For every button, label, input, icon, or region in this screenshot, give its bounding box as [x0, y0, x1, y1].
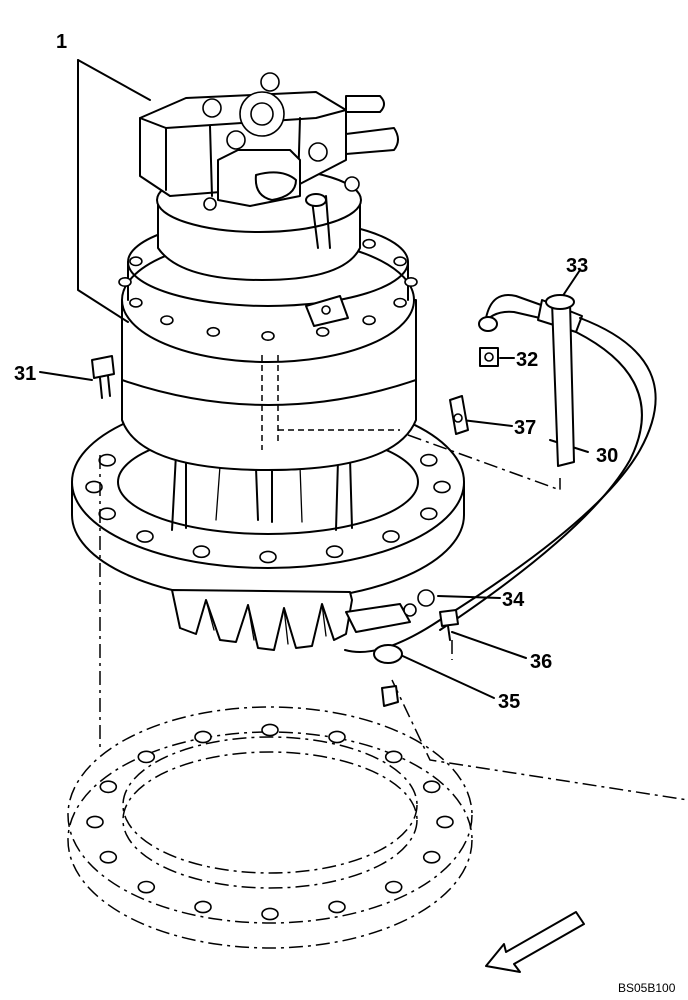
flange-bolt-hole [136, 530, 154, 543]
ring-bolt-hole [86, 815, 104, 829]
motor-bolt [362, 238, 376, 249]
valve-block [139, 72, 399, 327]
motor-bolt [393, 256, 407, 267]
callout-34: 34 [502, 589, 525, 611]
ring-bolt-hole [384, 880, 403, 894]
motor-bolt [206, 326, 221, 337]
motor-bolt [118, 276, 132, 287]
callout-32: 32 [516, 349, 538, 371]
fitting-32 [479, 347, 499, 367]
ring-bolt-hole [194, 730, 212, 744]
callout-33: 33 [566, 255, 588, 277]
flange-bolt-hole [433, 480, 451, 494]
motor-bolt [393, 297, 407, 308]
ring-bolt-hole [99, 780, 118, 794]
ring-bolt-hole [137, 750, 156, 764]
motor-bolt [129, 297, 143, 308]
callout-37: 37 [514, 417, 536, 439]
ring-bolt-hole [261, 723, 279, 737]
drawing-code: BS05B100 [618, 981, 676, 995]
output-pinion [171, 589, 353, 651]
ring-bolt-hole [137, 880, 156, 894]
callout-31: 31 [14, 363, 36, 385]
flange-bolt-hole [419, 453, 438, 467]
direction-arrow-icon [485, 911, 585, 973]
flange-bolt-hole [259, 550, 277, 564]
callout-36: 36 [530, 651, 552, 673]
bolt-31 [91, 355, 115, 399]
flange-bolt-hole [419, 507, 438, 521]
plug-30 [545, 294, 575, 467]
leader-lines [39, 59, 688, 801]
ring-bolt-hole [384, 750, 403, 764]
clamp-35 [373, 644, 403, 707]
motor-bolt [315, 326, 330, 337]
motor-bolt [160, 315, 174, 326]
ring-bolt-hole [422, 780, 441, 794]
ring-bolt-hole [99, 850, 118, 864]
elbow-34 [345, 589, 435, 633]
flange-bolt-hole [85, 480, 103, 494]
motor-bolt [404, 276, 418, 287]
flange-bolt-hole [325, 545, 344, 559]
flange-bolt-hole [382, 530, 400, 543]
ring-bolt-hole [194, 900, 212, 914]
ring-bolt-hole [328, 730, 346, 744]
callout-1: 1 [56, 31, 67, 53]
ring-bolt-hole [328, 900, 346, 914]
flange-bolt-hole [98, 453, 116, 467]
ring-bolt-hole [436, 815, 454, 829]
motor-bolt [129, 256, 143, 267]
motor-bolt [362, 315, 376, 326]
mounting-ring [67, 706, 473, 949]
bolt-36 [439, 609, 459, 641]
fitting-37 [449, 395, 469, 435]
ring-bolt-hole [261, 907, 279, 921]
flange-bolt-hole [192, 545, 211, 559]
motor-bolt [261, 330, 275, 341]
flange-bolt-hole [98, 507, 116, 521]
ring-bolt-hole [422, 850, 441, 864]
callout-35: 35 [498, 691, 520, 713]
callout-30: 30 [596, 445, 618, 467]
